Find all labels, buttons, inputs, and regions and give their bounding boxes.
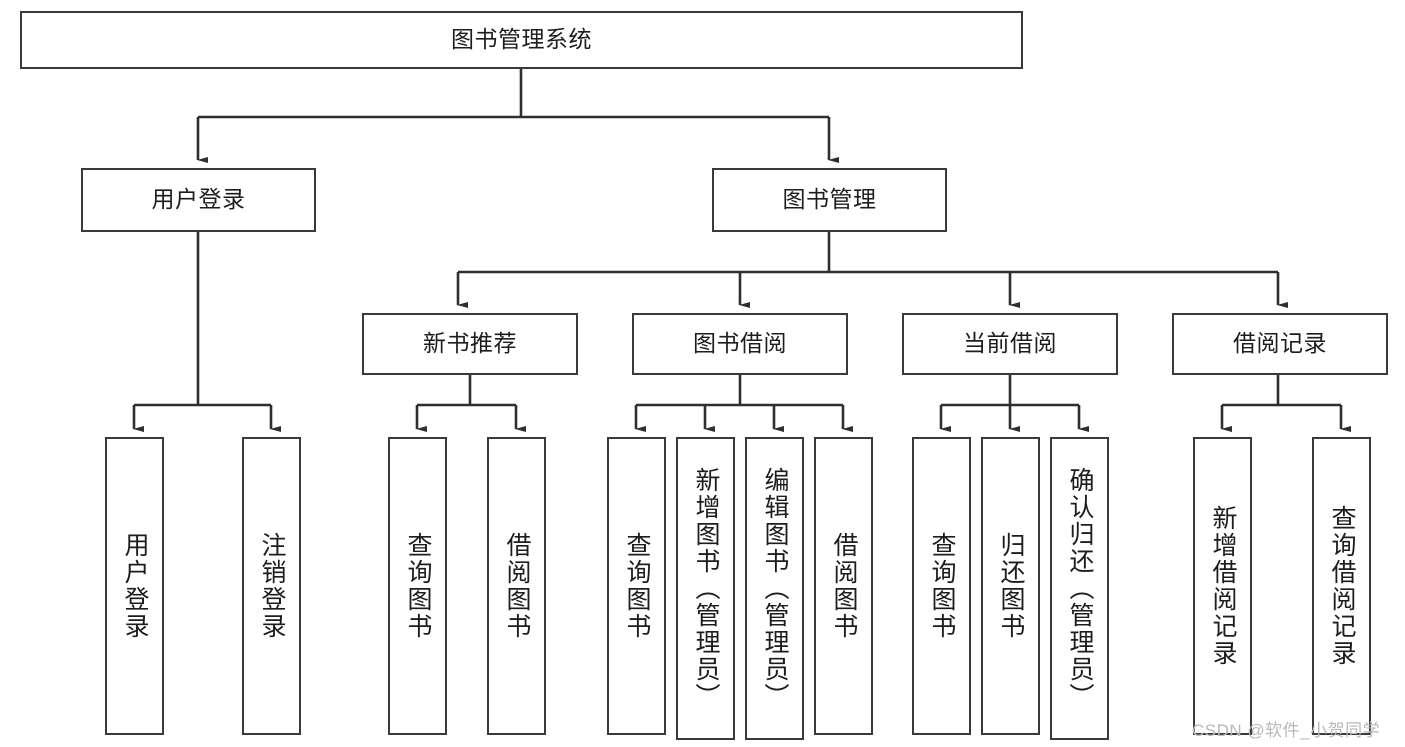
node-label: 注销登录 xyxy=(258,532,286,640)
node-label: 借阅记录 xyxy=(1233,330,1327,357)
leaf-record-query-record[interactable]: 查询借阅记录 xyxy=(1312,437,1371,735)
leaf-user-logout[interactable]: 注销登录 xyxy=(242,437,301,735)
node-user-login[interactable]: 用户登录 xyxy=(81,168,316,232)
node-new-book-recommend[interactable]: 新书推荐 xyxy=(362,313,578,375)
node-label: 图书借阅 xyxy=(693,330,787,357)
leaf-record-add-record[interactable]: 新增借阅记录 xyxy=(1193,437,1252,735)
node-label: 新增借阅记录 xyxy=(1209,505,1237,667)
node-label: 编辑图书（管理员） xyxy=(761,467,789,710)
leaf-borrow-add-book-admin[interactable]: 新增图书（管理员） xyxy=(676,437,735,740)
node-label: 查询图书 xyxy=(928,532,956,640)
watermark-text: CSDN @软件_小贺同学 xyxy=(1192,721,1381,740)
leaf-current-query-book[interactable]: 查询图书 xyxy=(912,437,971,735)
leaf-borrow-edit-book-admin[interactable]: 编辑图书（管理员） xyxy=(745,437,804,740)
node-label: 借阅图书 xyxy=(830,532,858,640)
node-label: 归还图书 xyxy=(997,532,1025,640)
node-label: 借阅图书 xyxy=(503,532,531,640)
leaf-newbook-borrow-book[interactable]: 借阅图书 xyxy=(487,437,546,735)
node-label: 确认归还（管理员） xyxy=(1066,467,1094,710)
node-label: 新增图书（管理员） xyxy=(692,467,720,710)
node-label: 图书管理 xyxy=(782,186,877,213)
node-label: 查询借阅记录 xyxy=(1328,505,1356,667)
leaf-user-login[interactable]: 用户登录 xyxy=(105,437,164,735)
node-book-borrow[interactable]: 图书借阅 xyxy=(632,313,848,375)
node-label: 查询图书 xyxy=(404,532,432,640)
node-current-borrow[interactable]: 当前借阅 xyxy=(902,313,1118,375)
leaf-current-return-book[interactable]: 归还图书 xyxy=(981,437,1040,735)
node-label: 用户登录 xyxy=(151,186,246,213)
node-label: 用户登录 xyxy=(121,532,149,640)
leaf-borrow-borrow-book[interactable]: 借阅图书 xyxy=(814,437,873,735)
leaf-newbook-query-book[interactable]: 查询图书 xyxy=(388,437,447,735)
leaf-borrow-query-book[interactable]: 查询图书 xyxy=(607,437,666,735)
node-label: 新书推荐 xyxy=(423,330,517,357)
node-label: 当前借阅 xyxy=(963,330,1057,357)
node-borrow-record[interactable]: 借阅记录 xyxy=(1172,313,1388,375)
node-book-management[interactable]: 图书管理 xyxy=(712,168,947,232)
node-label: 图书管理系统 xyxy=(451,26,592,53)
node-label: 查询图书 xyxy=(623,532,651,640)
leaf-current-confirm-return-admin[interactable]: 确认归还（管理员） xyxy=(1050,437,1109,740)
node-root-system[interactable]: 图书管理系统 xyxy=(20,11,1023,69)
